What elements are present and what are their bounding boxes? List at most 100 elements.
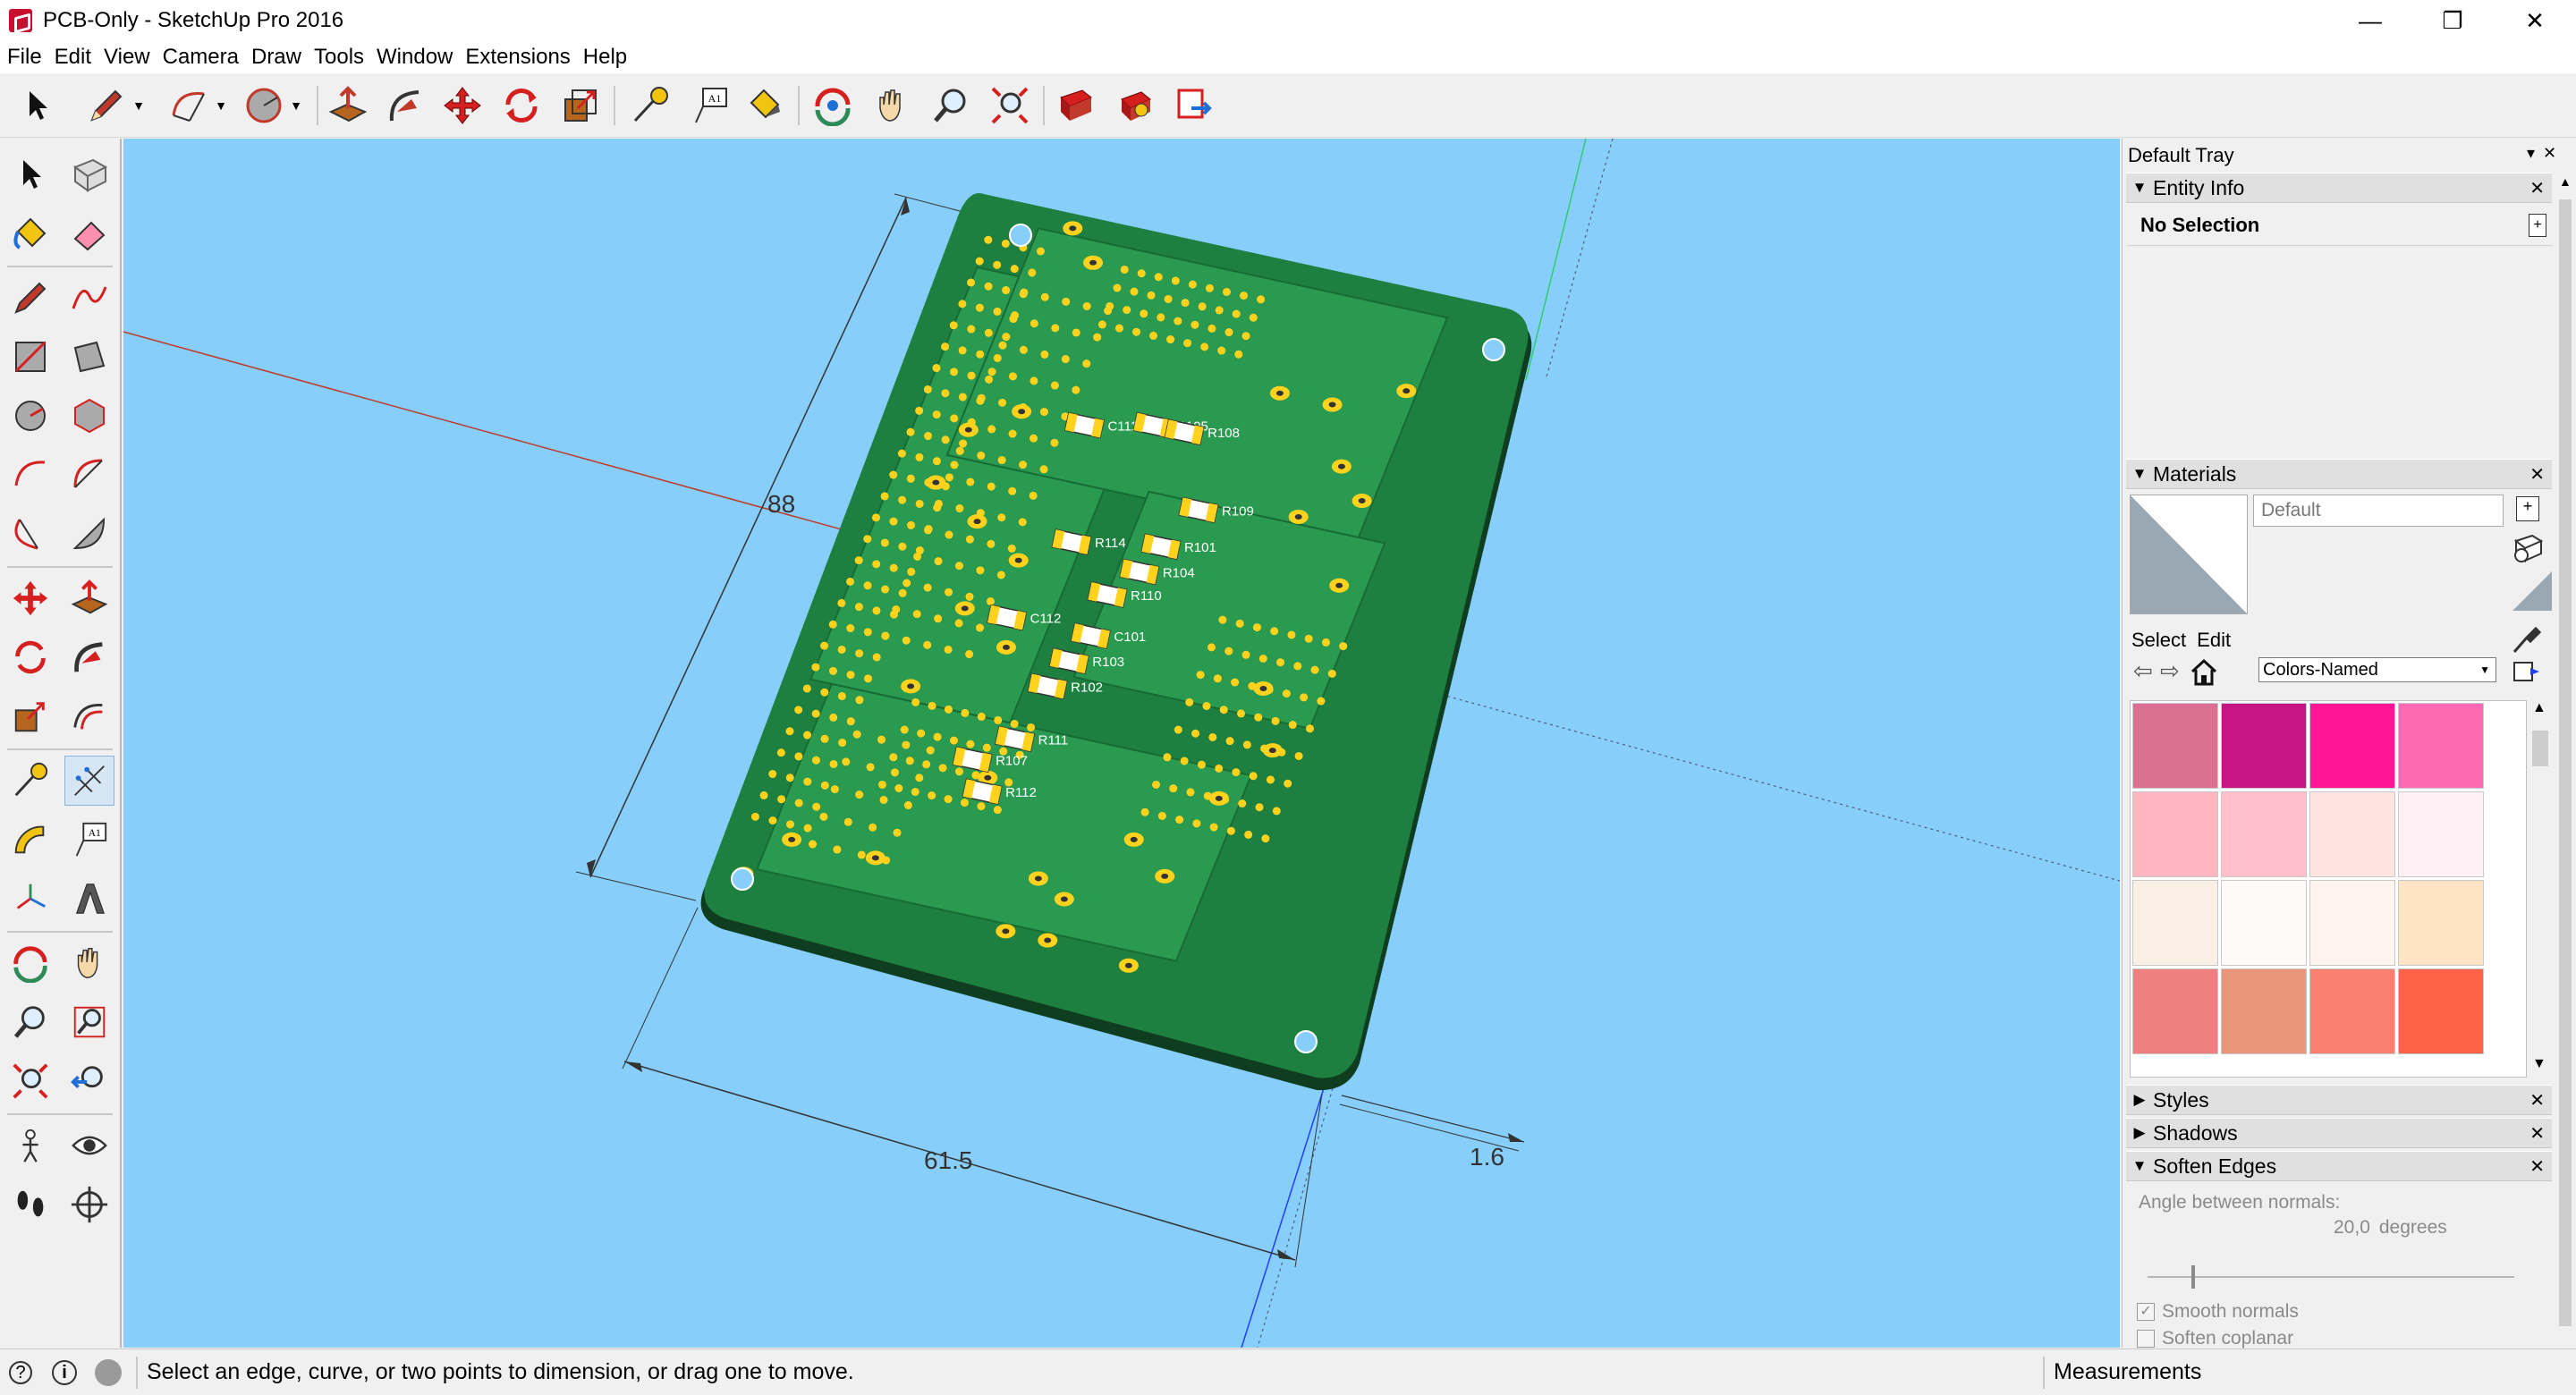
move-tool[interactable] [5,573,55,623]
close-panel-icon[interactable]: ✕ [2529,1090,2545,1111]
restore-button[interactable]: ❐ [2411,0,2494,41]
default-fill-icon[interactable] [2512,571,2552,611]
soften-edges-header[interactable]: ▼ Soften Edges ✕ [2126,1151,2552,1181]
scale-tool[interactable] [5,691,55,741]
text-tool-button[interactable]: A1 [685,81,733,130]
close-button[interactable]: ✕ [2494,0,2576,41]
material-swatch[interactable] [2398,880,2484,966]
scene-canvas[interactable]: 88 61.5 1.6 C111R105R108R109R101R104R114… [123,139,2120,1348]
zoom-tool-button[interactable] [927,81,975,130]
axes-tool[interactable] [5,874,55,924]
eraser-tool[interactable] [64,208,114,258]
library-dropdown[interactable]: Colors-Named ▼ [2258,657,2496,682]
material-swatch[interactable] [2309,968,2395,1054]
protractor-tool[interactable] [5,815,55,865]
menu-tools[interactable]: Tools [314,45,365,69]
push-pull-tool-button[interactable] [324,81,372,130]
scale-tool-button[interactable] [556,81,605,130]
menu-camera[interactable]: Camera [162,45,239,69]
dimension-1-6[interactable]: 1.6 [1339,1095,1525,1171]
circle-tool[interactable] [5,391,55,441]
material-swatch[interactable] [2309,703,2395,789]
position-camera-tool[interactable] [5,1120,55,1171]
arc-dropdown[interactable]: ▼ [209,81,233,130]
send-to-layout-button[interactable] [1170,81,1218,130]
menu-edit[interactable]: Edit [54,45,92,69]
material-swatch[interactable] [2309,880,2395,966]
dimension-88[interactable]: 88 [575,193,985,901]
tray-scrollbar[interactable]: ▲ [2555,174,2575,1346]
text-tool[interactable]: A1 [64,815,114,865]
back-arrow-icon[interactable]: ⇦ [2133,657,2153,684]
paint-bucket-tool[interactable] [5,208,55,258]
toggle-details-icon[interactable]: + [2529,213,2546,237]
two-point-arc-tool[interactable] [64,450,114,500]
model-viewport[interactable]: 88 61.5 1.6 C111R105R108R109R101R104R114… [123,139,2120,1348]
dimension-1-6-label[interactable]: 1.6 [1470,1143,1504,1171]
pencil-dropdown[interactable]: ▼ [127,81,150,130]
smooth-normals-row[interactable]: ✓ Smooth normals [2137,1301,2299,1323]
follow-me-tool[interactable] [64,632,114,682]
menu-window[interactable]: Window [377,45,453,69]
3d-text-tool[interactable] [64,874,114,924]
orbit-tool[interactable] [5,938,55,988]
arc-tool-button[interactable] [165,81,213,130]
select-tool[interactable] [5,149,55,199]
circle-dropdown[interactable]: ▼ [284,81,308,130]
sample-paint-icon[interactable] [2509,623,2541,655]
shadows-header[interactable]: ▶ Shadows ✕ [2126,1118,2552,1148]
material-swatch[interactable] [2132,703,2218,789]
slider-thumb[interactable] [2191,1265,2196,1289]
menu-help[interactable]: Help [582,45,628,69]
menu-file[interactable]: File [7,45,42,69]
arc-tool[interactable] [5,450,55,500]
angle-slider[interactable] [2148,1264,2514,1290]
details-icon[interactable] [2511,657,2541,686]
scroll-thumb[interactable] [2559,199,2572,1326]
3d-warehouse-button[interactable] [1052,81,1100,130]
scroll-up-icon[interactable]: ▲ [2559,174,2572,189]
measurements-input[interactable] [2211,1355,2569,1389]
pie-tool[interactable] [64,509,114,559]
dimension-61-5-label[interactable]: 61.5 [924,1146,973,1174]
tray-pin-icon[interactable]: ▾ [2527,144,2536,162]
select-tool-button[interactable] [13,81,61,130]
zoom-extents-tool[interactable] [5,1056,55,1106]
tray-close-icon[interactable]: ✕ [2543,144,2557,162]
tape-measure-tool[interactable] [5,756,55,806]
soften-coplanar-checkbox[interactable] [2137,1330,2155,1348]
materials-header[interactable]: ▼ Materials ✕ [2126,459,2552,489]
menu-view[interactable]: View [104,45,150,69]
dimension-61-5[interactable]: 61.5 [622,907,1323,1268]
material-swatch[interactable] [2132,791,2218,877]
scroll-down-icon[interactable]: ▼ [2532,1056,2546,1071]
close-panel-icon[interactable]: ✕ [2529,1156,2545,1177]
rotate-tool-button[interactable] [497,81,546,130]
material-swatch[interactable] [2132,968,2218,1054]
home-icon[interactable] [2189,657,2219,686]
extension-warehouse-button[interactable] [1111,81,1159,130]
rotate-tool[interactable] [5,632,55,682]
scroll-up-icon[interactable]: ▲ [2532,700,2546,715]
user-account-icon[interactable] [95,1358,122,1386]
geo-location-icon[interactable]: ? [9,1360,32,1384]
polygon-tool[interactable] [64,391,114,441]
material-swatch[interactable] [2221,968,2307,1054]
material-swatch[interactable] [2221,880,2307,966]
styles-header[interactable]: ▶ Styles ✕ [2126,1085,2552,1115]
swatch-scrollbar[interactable]: ▲ ▼ [2527,700,2554,1078]
walk-tool[interactable] [5,1179,55,1230]
material-swatch[interactable] [2398,791,2484,877]
orbit-tool-button[interactable] [809,81,857,130]
material-swatch[interactable] [2398,968,2484,1054]
scroll-thumb[interactable] [2532,731,2548,766]
push-pull-tool[interactable] [64,573,114,623]
dimension-88-label[interactable]: 88 [767,490,795,518]
look-around-tool[interactable] [64,1120,114,1171]
make-component-tool[interactable] [64,149,114,199]
tab-edit[interactable]: Edit [2197,629,2232,651]
freehand-tool[interactable] [64,273,114,323]
rotated-rectangle-tool[interactable] [64,332,114,382]
pencil-tool-button[interactable] [82,81,131,130]
forward-arrow-icon[interactable]: ⇨ [2160,657,2180,684]
